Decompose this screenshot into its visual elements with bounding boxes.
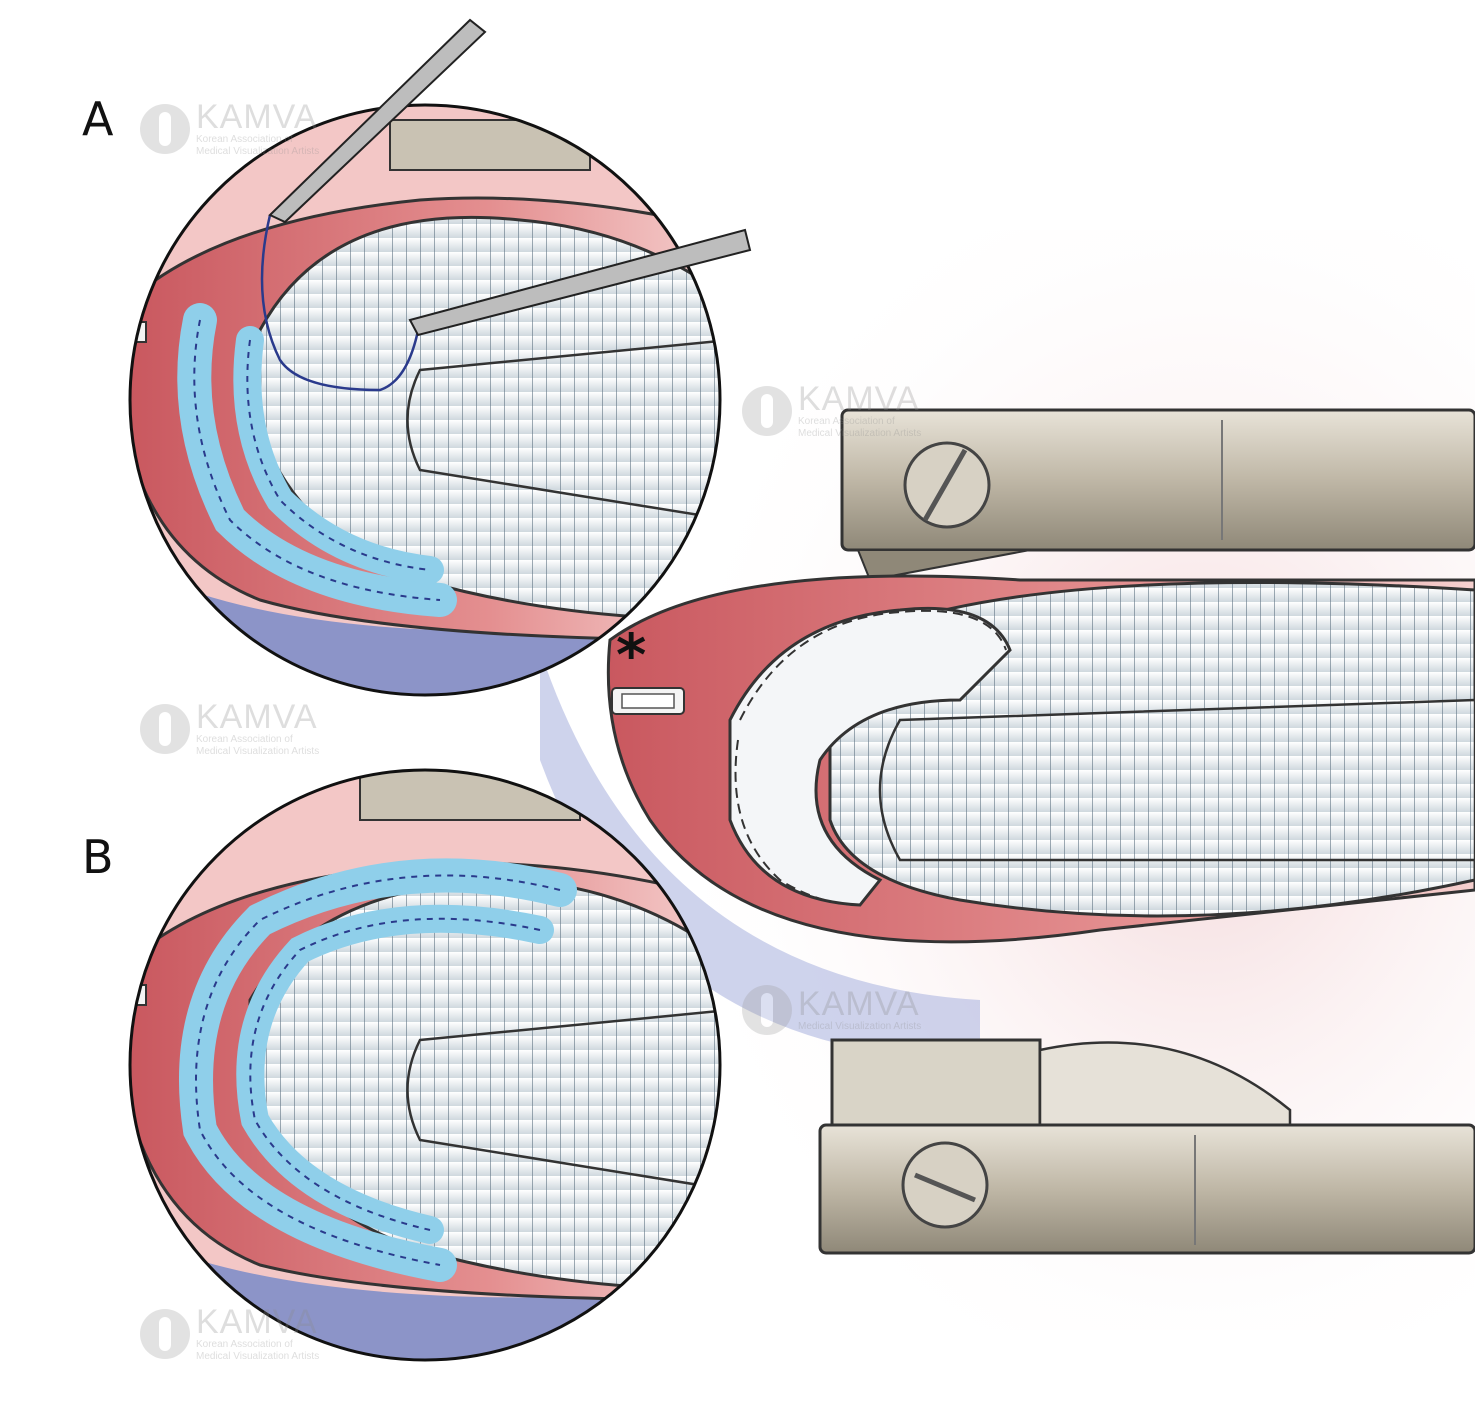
watermark-subtitle: Korean Association of [196, 1339, 293, 1350]
graft-inner-tube [406, 338, 720, 522]
forceps-icon [268, 18, 487, 224]
watermark-subtitle: Korean Association of [196, 134, 293, 145]
watermark-logo: KAMVA Korean Association of Medical Visu… [140, 1305, 319, 1363]
suture-tag-icon [130, 984, 147, 1006]
watermark-subtitle: Medical Visualization Artists [196, 146, 320, 157]
upper-clamp [840, 408, 1475, 582]
main-anastomosis [606, 574, 1475, 944]
kamva-logo-icon [140, 704, 190, 754]
watermark-name: KAMVA [798, 985, 920, 1023]
watermark-name: KAMVA [196, 1303, 318, 1341]
watermark-subtitle: Medical Visualization Artists [196, 1351, 320, 1362]
suture-line [739, 609, 1007, 721]
kamva-logo-icon [140, 1309, 190, 1359]
kamva-logo-icon [742, 386, 792, 436]
watermark-subtitle: Medical Visualization Artists [798, 1021, 922, 1032]
asterisk-marker: * [616, 621, 647, 689]
watermark-logo: KAMVA Korean Association of Medical Visu… [140, 100, 319, 158]
lower-clamp [818, 1038, 1475, 1255]
watermark-name: KAMVA [196, 698, 318, 736]
inset-b [128, 768, 722, 1362]
watermark-subtitle: Korean Association of [798, 416, 895, 427]
inset-a [128, 18, 752, 697]
watermark-subtitle: Korean Association of [196, 734, 293, 745]
watermark-name: KAMVA [798, 380, 920, 418]
watermark-logo: KAMVA Korean Association of Medical Visu… [140, 700, 319, 758]
watermark-logo: KAMVA Medical Visualization Artists [742, 985, 921, 1035]
panel-label-a: A [82, 92, 114, 146]
watermark-logo: KAMVA Korean Association of Medical Visu… [742, 382, 921, 440]
watermark-name: KAMVA [196, 98, 318, 136]
forceps-icon [408, 228, 752, 337]
graft-inner-tube [406, 1008, 720, 1192]
suture-tag-icon [611, 687, 685, 715]
suture-thread [260, 214, 422, 392]
graft-inner-tube [878, 698, 1475, 862]
kamva-logo-icon [140, 104, 190, 154]
suture-tag-icon [130, 321, 147, 343]
panel-label-b: B [82, 830, 114, 884]
kamva-logo-icon [742, 985, 792, 1035]
watermark-subtitle: Medical Visualization Artists [196, 746, 320, 757]
watermark-subtitle: Medical Visualization Artists [798, 428, 922, 439]
